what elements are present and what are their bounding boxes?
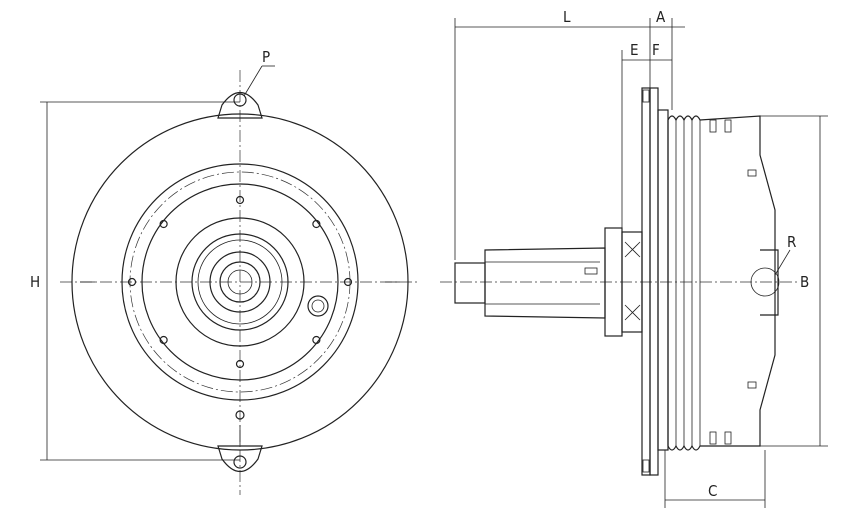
bolt-hole xyxy=(235,195,245,205)
shaft xyxy=(484,247,606,319)
label-r: R xyxy=(787,233,796,251)
mounting-plate xyxy=(641,87,651,476)
bolt-hole xyxy=(159,335,168,345)
label-h: H xyxy=(30,273,40,291)
hub-cap xyxy=(760,249,779,316)
label-e: E xyxy=(630,41,639,59)
label-l: L xyxy=(563,8,571,26)
label-f: F xyxy=(652,41,660,59)
front-view: H P xyxy=(30,48,420,495)
label-c: C xyxy=(708,482,717,500)
bolt-holes xyxy=(127,195,353,369)
label-a: A xyxy=(656,8,666,26)
bolt-hole xyxy=(312,219,321,229)
bolt-hole xyxy=(312,335,321,345)
side-port xyxy=(307,295,329,317)
label-b: B xyxy=(800,273,809,291)
outer-rim xyxy=(71,113,409,451)
label-p: P xyxy=(262,48,270,66)
bolt-hole xyxy=(127,277,137,287)
bolt-hole xyxy=(235,359,245,369)
shaft-end xyxy=(454,262,486,304)
bolt-hole xyxy=(159,219,168,229)
bolt-hole xyxy=(343,277,353,287)
side-view: L A E F B R C xyxy=(440,8,828,508)
pulley xyxy=(667,115,776,451)
